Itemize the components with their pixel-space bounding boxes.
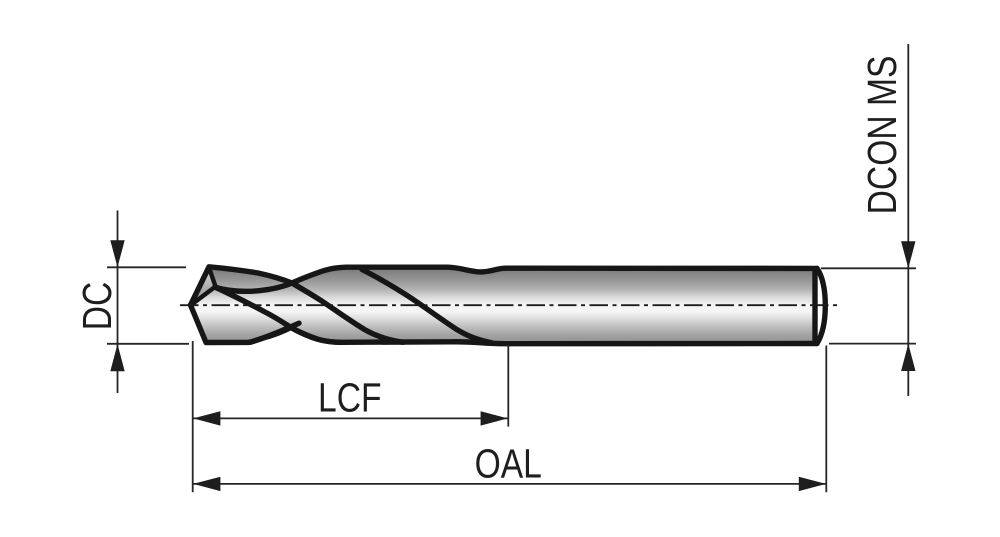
svg-text:DCON MS: DCON MS bbox=[859, 56, 905, 215]
svg-text:DC: DC bbox=[74, 282, 120, 331]
svg-text:OAL: OAL bbox=[475, 440, 542, 486]
svg-text:LCF: LCF bbox=[318, 374, 382, 420]
